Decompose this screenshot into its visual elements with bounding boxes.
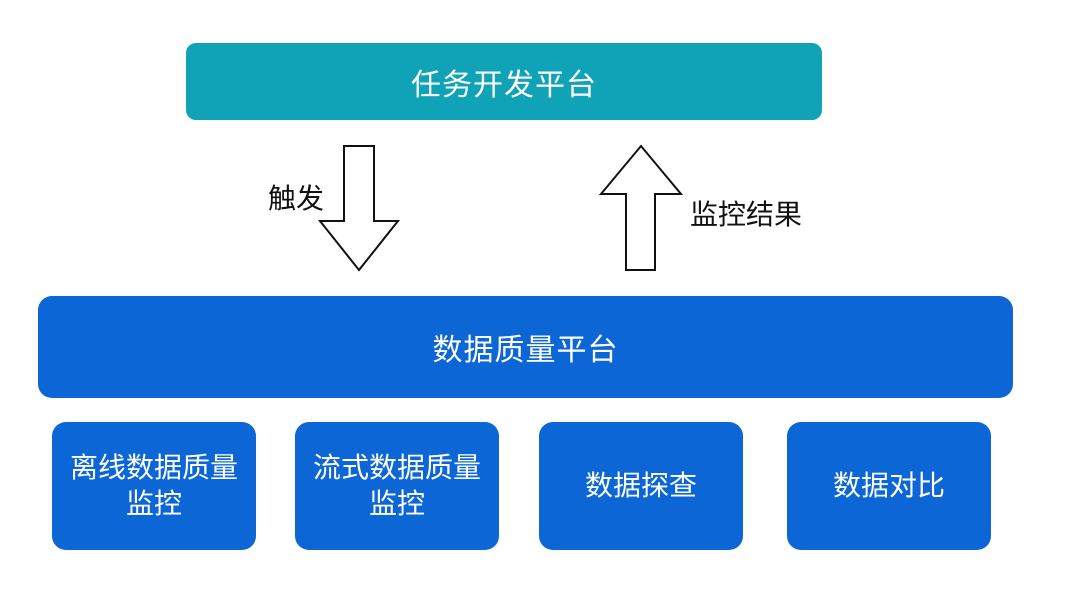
- module-label: 流式数据质量监控: [312, 451, 481, 520]
- data-quality-platform-label: 数据质量平台: [432, 333, 619, 368]
- monitor-result-label: 监控结果: [690, 198, 803, 231]
- data-quality-platform-box: 数据质量平台: [38, 296, 1013, 398]
- task-development-platform-label: 任务开发平台: [411, 67, 597, 103]
- trigger-down-arrow-icon: [317, 145, 401, 272]
- module-label: 数据探查: [584, 469, 697, 502]
- task-development-platform-box: 任务开发平台: [186, 43, 822, 120]
- module-data-exploration: 数据探查: [539, 422, 743, 550]
- module-label: 离线数据质量监控: [69, 451, 238, 520]
- monitor-result-up-arrow-icon: [598, 144, 684, 271]
- module-data-comparison: 数据对比: [787, 422, 991, 550]
- module-label: 数据对比: [832, 469, 945, 502]
- trigger-label: 触发: [268, 182, 325, 215]
- module-streaming-dq-monitoring: 流式数据质量监控: [295, 422, 499, 550]
- module-offline-dq-monitoring: 离线数据质量监控: [52, 422, 256, 550]
